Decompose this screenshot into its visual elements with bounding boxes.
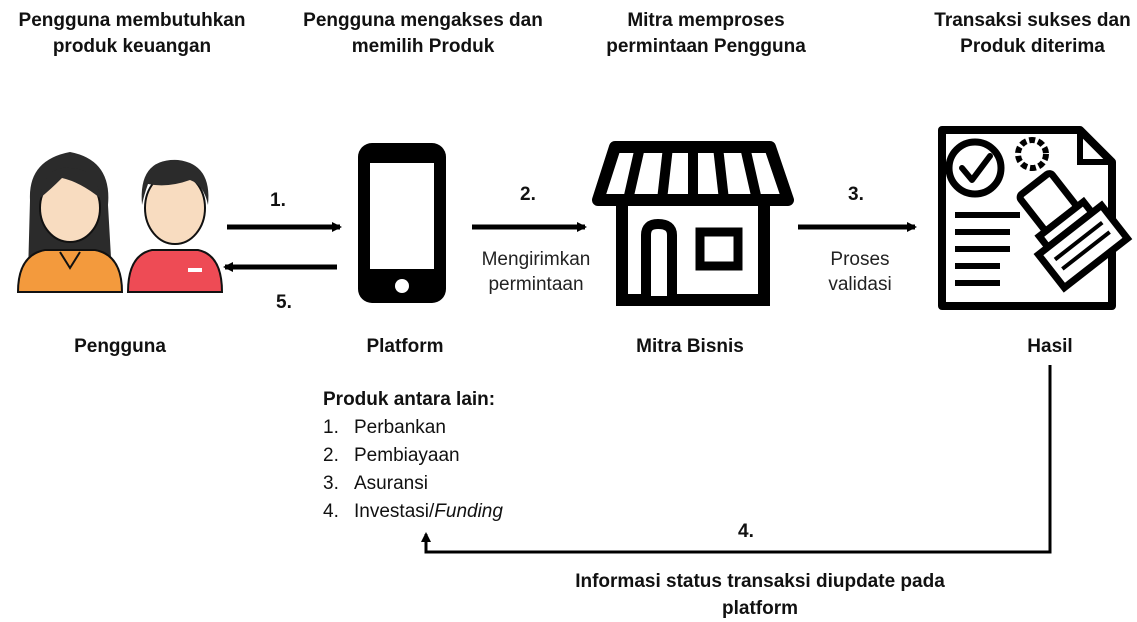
arrow-2-note: Mengirimkan permintaan: [481, 249, 591, 295]
product-item: 3. Asuransi: [323, 470, 503, 498]
header-step4: Transaksi sukses dan Produk diterima: [934, 10, 1131, 57]
product-item-label: Perbankan: [354, 417, 446, 438]
product-item-label: Investasi/: [354, 501, 435, 522]
arrow-5-number: 5.: [276, 292, 292, 313]
product-item: 4. Investasi/Funding: [323, 498, 503, 526]
arrow-4-caption: Informasi status transaksi diupdate pada…: [575, 571, 945, 619]
header-step3: Mitra memproses permintaan Pengguna: [606, 10, 806, 57]
product-item-label-italic: Funding: [434, 501, 503, 522]
arrow-2-number: 2.: [520, 184, 536, 205]
header-step1: Pengguna membutuhkan produk keuangan: [18, 10, 246, 57]
arrow-4: [421, 365, 1052, 554]
approved-document-stamp-icon: [938, 126, 1133, 310]
product-item-number: 3.: [323, 473, 339, 494]
product-list: Produk antara lain: 1. Perbankan 2. Pembia…: [323, 386, 503, 526]
node-label-mitra: Mitra Bisnis: [636, 336, 744, 357]
arrow-3-note: Proses validasi: [828, 249, 892, 295]
arrow-4-number: 4.: [738, 521, 754, 542]
product-item-number: 2.: [323, 445, 339, 466]
node-label-pengguna: Pengguna: [74, 336, 166, 357]
product-item-number: 4.: [323, 501, 339, 522]
product-item: 2. Pembiayaan: [323, 442, 503, 470]
product-list-title: Produk antara lain:: [323, 389, 496, 410]
storefront-icon: [592, 141, 794, 306]
arrow-3-number: 3.: [848, 184, 864, 205]
node-label-platform: Platform: [366, 336, 444, 357]
product-item-label: Asuransi: [354, 473, 428, 494]
arrow-1-number: 1.: [270, 190, 286, 211]
product-item-label: Pembiayaan: [354, 445, 460, 466]
product-item: 1. Perbankan: [323, 414, 503, 442]
users-icon: [16, 152, 224, 293]
product-item-number: 1.: [323, 417, 339, 438]
smartphone-icon: [358, 143, 446, 303]
node-label-hasil: Hasil: [1027, 336, 1073, 357]
header-step2: Pengguna mengakses dan memilih Produk: [303, 10, 543, 57]
